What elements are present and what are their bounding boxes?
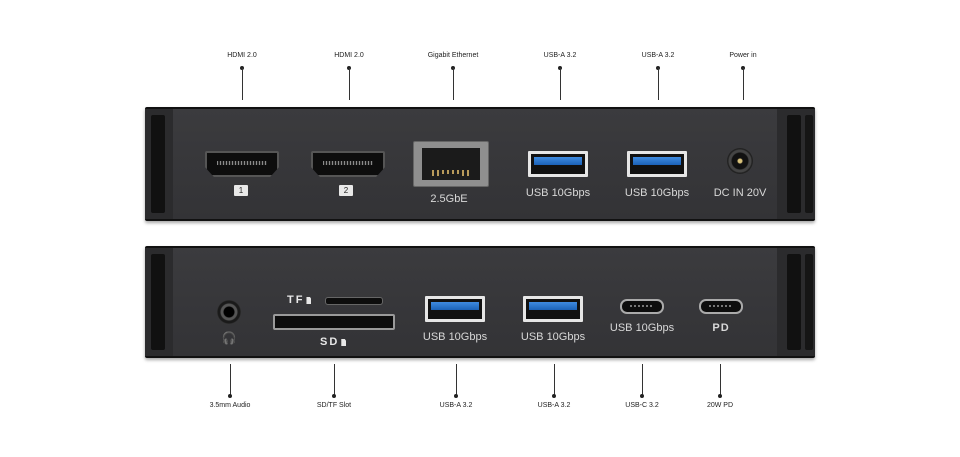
usb-a-blue-tongue xyxy=(534,157,582,165)
panel-endcap-right xyxy=(787,115,801,213)
usb-a-blue-tongue xyxy=(431,302,479,310)
callout-hdmi-2: HDMI 2.0 xyxy=(289,52,409,100)
sd-card-icon xyxy=(341,339,347,346)
usb-a-bottom-2-label: USB 10Gbps xyxy=(520,331,586,343)
callout-label: HDMI 2.0 xyxy=(334,52,364,59)
usb-a-port-bottom-1 xyxy=(425,296,485,322)
usb-a-port-bottom-2 xyxy=(523,296,583,322)
dc-in-label: DC IN 20V xyxy=(713,187,767,199)
panel-endcap-right-edge xyxy=(805,115,813,213)
callout-dot xyxy=(718,394,722,398)
ethernet-latch xyxy=(442,174,460,180)
ethernet-pins xyxy=(432,170,470,176)
usb-a-bottom-1-label: USB 10Gbps xyxy=(422,331,488,343)
callout-dot xyxy=(640,394,644,398)
panel-endcap-left xyxy=(151,254,165,350)
callout-ethernet: Gigabit Ethernet xyxy=(393,52,513,100)
audio-jack xyxy=(217,300,241,324)
tf-label-text: TF xyxy=(287,294,305,306)
dc-power-jack xyxy=(727,148,753,174)
tf-card-icon xyxy=(306,297,312,304)
callout-dot xyxy=(332,394,336,398)
hdmi-2-badge: 2 xyxy=(339,185,353,196)
usb-c-port xyxy=(620,299,664,314)
callout-label: USB-C 3.2 xyxy=(625,402,659,409)
callout-label: USB-A 3.2 xyxy=(641,52,675,59)
callout-label: Power in xyxy=(729,52,757,59)
ethernet-port xyxy=(413,141,489,187)
usb-a-top-1-label: USB 10Gbps xyxy=(525,187,591,199)
callout-line xyxy=(241,68,243,100)
callout-usb-a-2: USB-A 3.2 xyxy=(598,52,718,100)
callout-line xyxy=(553,364,555,396)
hdmi-pins xyxy=(217,161,267,165)
callout-pd: 20W PD xyxy=(660,364,780,409)
callout-label: USB-A 3.2 xyxy=(439,402,473,409)
callout-hdmi-1: HDMI 2.0 xyxy=(182,52,302,100)
ethernet-label: 2.5GbE xyxy=(430,193,468,205)
callout-line xyxy=(229,364,231,396)
callout-usb-a-bottom-1: USB-A 3.2 xyxy=(396,364,516,409)
callout-label: HDMI 2.0 xyxy=(227,52,257,59)
callout-line xyxy=(657,68,659,100)
usb-c-label: USB 10Gbps xyxy=(609,322,675,334)
hdmi-1-badge: 1 xyxy=(234,185,248,196)
usb-c-tongue xyxy=(630,305,654,307)
hdmi-pins xyxy=(323,161,373,165)
dock-top-panel: 1 2 2.5GbE USB 10Gbps USB 10Gbps DC IN 2… xyxy=(145,107,815,221)
callout-label: SD/TF Slot xyxy=(316,402,352,409)
usb-a-blue-tongue xyxy=(529,302,577,310)
dock-bottom-panel: 🎧 TF SD USB 10Gbps USB 10Gbps USB 10Gbps… xyxy=(145,246,815,358)
callout-usb-a-bottom-2: USB-A 3.2 xyxy=(494,364,614,409)
callout-dot xyxy=(454,394,458,398)
callout-line xyxy=(452,68,454,100)
usb-a-blue-tongue xyxy=(633,157,681,165)
usb-a-port-top-2 xyxy=(627,151,687,177)
callout-label: 20W PD xyxy=(706,402,734,409)
pd-port xyxy=(699,299,743,314)
hdmi-port-2 xyxy=(311,151,385,177)
callout-line xyxy=(641,364,643,396)
callout-line xyxy=(719,364,721,396)
pd-tongue xyxy=(709,305,733,307)
callout-line xyxy=(455,364,457,396)
callout-usb-c: USB-C 3.2 xyxy=(582,364,702,409)
callout-sd-tf: SD/TF Slot xyxy=(274,364,394,409)
callout-label: USB-A 3.2 xyxy=(543,52,577,59)
panel-endcap-left xyxy=(151,115,165,213)
pd-label: PD xyxy=(712,322,730,334)
callout-audio: 3.5mm Audio xyxy=(170,364,290,409)
callout-power-in: Power in xyxy=(683,52,803,100)
callout-label: Gigabit Ethernet xyxy=(427,52,479,59)
headphone-icon: 🎧 xyxy=(221,331,237,345)
sd-label: SD xyxy=(320,336,347,348)
usb-a-port-top-1 xyxy=(528,151,588,177)
tf-card-slot xyxy=(325,297,383,305)
hdmi-port-1 xyxy=(205,151,279,177)
callout-line xyxy=(742,68,744,100)
tf-label: TF xyxy=(287,294,312,306)
sd-label-text: SD xyxy=(320,336,340,348)
callout-line xyxy=(348,68,350,100)
callout-dot xyxy=(552,394,556,398)
panel-endcap-right xyxy=(787,254,801,350)
callout-line xyxy=(333,364,335,396)
usb-a-top-2-label: USB 10Gbps xyxy=(624,187,690,199)
sd-card-slot xyxy=(273,314,395,330)
callout-label: 3.5mm Audio xyxy=(209,402,251,409)
callout-dot xyxy=(228,394,232,398)
callout-label: USB-A 3.2 xyxy=(537,402,571,409)
panel-endcap-right-edge xyxy=(805,254,813,350)
callout-line xyxy=(559,68,561,100)
callout-usb-a-1: USB-A 3.2 xyxy=(500,52,620,100)
